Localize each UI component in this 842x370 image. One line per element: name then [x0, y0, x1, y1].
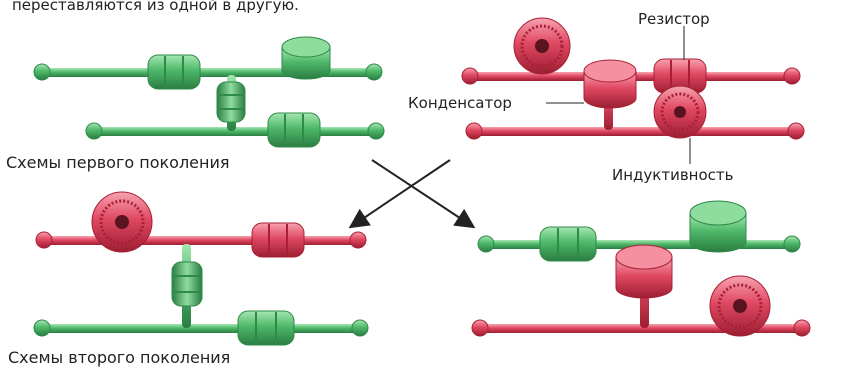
inductor-red-gen2 — [91, 191, 153, 253]
inductor-red — [513, 17, 571, 75]
inductor-label: Индуктивность — [612, 166, 734, 184]
resistor-label: Резистор — [638, 10, 710, 28]
circuit-gen1-green — [33, 36, 385, 148]
capacitor-red — [583, 59, 637, 109]
first-generation-label: Схемы первого поколения — [6, 153, 230, 172]
resistor-green-vertical-gen2 — [171, 261, 203, 307]
crossover-arrows — [348, 159, 476, 229]
resistor-green-lower — [267, 112, 321, 148]
resistor-red — [653, 58, 707, 94]
resistor-green — [147, 54, 201, 90]
inductor-red-lower — [653, 85, 707, 139]
inductor-red-gen2-right — [709, 275, 771, 337]
capacitor-label: Конденсатор — [408, 94, 512, 112]
top-caption: переставляются из одной в другую. — [12, 0, 299, 14]
resistor-red-gen2 — [251, 222, 305, 258]
second-generation-label: Схемы второго поколения — [8, 348, 231, 367]
capacitor-green-gen2 — [689, 200, 747, 253]
resistor-green-vertical — [216, 81, 246, 123]
resistor-green-gen2 — [237, 310, 295, 346]
resistor-green-gen2-right — [539, 226, 597, 262]
circuit-gen1-red — [461, 17, 805, 164]
circuit-gen2-right — [471, 200, 811, 337]
circuit-gen2-left — [33, 191, 369, 346]
capacitor-red-gen2 — [615, 244, 673, 299]
capacitor-green — [281, 36, 331, 80]
